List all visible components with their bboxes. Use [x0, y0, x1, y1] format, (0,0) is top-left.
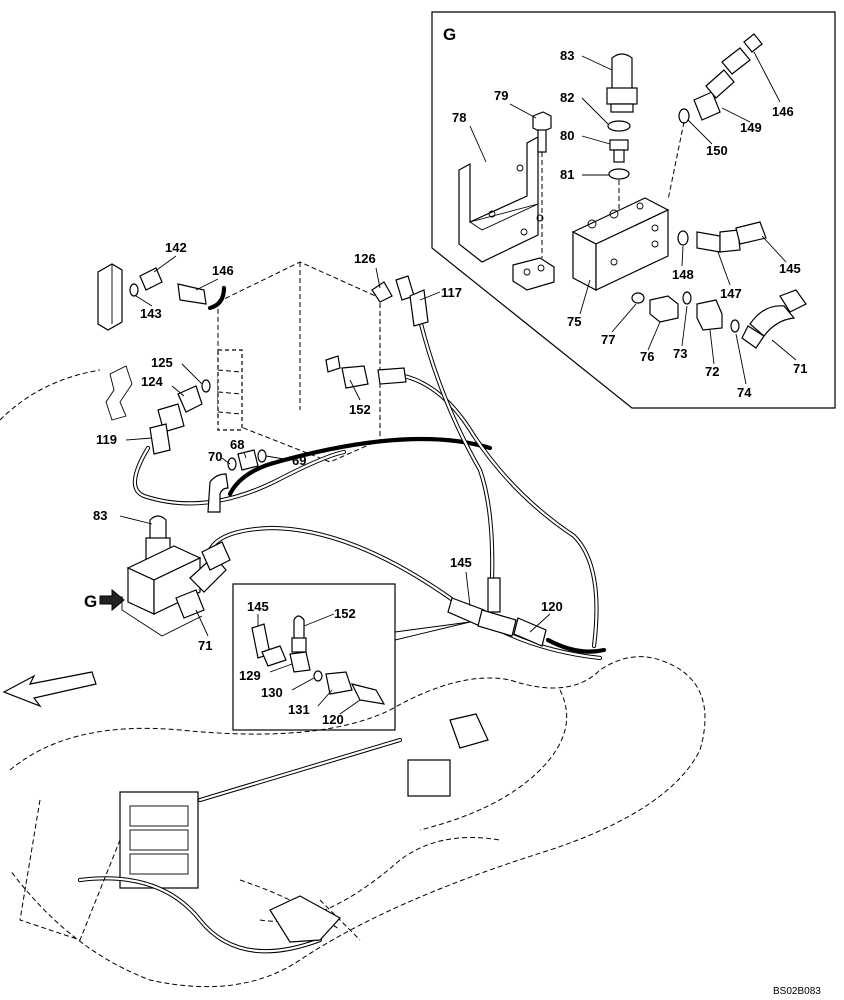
inset-detail-box — [232, 583, 471, 731]
elbow-assembly-71 — [682, 289, 807, 349]
adapter-72 — [696, 299, 723, 331]
label-148-g: 148 — [672, 267, 694, 282]
label-73-g: 73 — [673, 346, 687, 361]
label-77-g: 77 — [601, 332, 615, 347]
fitting-126 — [371, 281, 393, 303]
bolt-79 — [532, 111, 552, 258]
plug-76 — [649, 295, 679, 323]
main-fittings — [121, 267, 547, 647]
label-126: 126 — [354, 251, 376, 266]
o-ring-81 — [608, 168, 630, 180]
o-ring-70 — [227, 457, 237, 471]
label-117: 117 — [441, 285, 462, 300]
view-g-arrow — [99, 588, 125, 612]
o-ring-130 — [313, 670, 323, 682]
elbow-142 — [139, 267, 163, 291]
junction-block — [407, 759, 451, 797]
spacer-block — [512, 257, 555, 291]
nut-152-a — [325, 355, 341, 373]
label-81-g: 81 — [560, 167, 574, 182]
washer-77-plug-76 — [631, 292, 679, 323]
machine-frame — [9, 656, 706, 988]
label-145-g: 145 — [779, 261, 801, 276]
fitting-117 — [409, 289, 429, 327]
label-72-g: 72 — [705, 364, 719, 379]
label-79-g: 79 — [494, 88, 508, 103]
pressure-switch-83 — [606, 53, 638, 212]
washer-77 — [631, 292, 645, 304]
detail-g-leaders — [469, 51, 797, 385]
label-131-inset: 131 — [288, 702, 310, 717]
label-145-inset: 145 — [247, 599, 269, 614]
console-outline — [217, 261, 381, 463]
label-130-inset: 130 — [261, 685, 283, 700]
seat-bracket — [0, 263, 133, 421]
fitting-152-inset — [293, 615, 305, 641]
fitting-124 — [177, 385, 203, 413]
forward-direction-arrow — [2, 671, 97, 708]
o-ring-125 — [201, 379, 211, 393]
fitting-119 — [149, 423, 171, 455]
label-125: 125 — [151, 355, 173, 370]
fitting-131 — [325, 671, 353, 695]
elbow-fitting-149 — [667, 33, 763, 201]
fitting-120-inset — [350, 683, 386, 705]
detail-g-title: G — [443, 25, 456, 44]
label-152-inset: 152 — [334, 606, 356, 621]
fitting-147 — [677, 221, 767, 253]
label-129-inset: 129 — [239, 668, 261, 683]
o-ring-69 — [257, 449, 267, 463]
label-71: 71 — [198, 638, 212, 653]
fitting-68 — [237, 449, 259, 471]
label-78-g: 78 — [452, 110, 466, 125]
o-ring-143 — [129, 283, 139, 297]
label-150-g: 150 — [706, 143, 728, 158]
inset-border — [232, 583, 396, 731]
view-g-marker: G — [84, 592, 97, 611]
label-143: 143 — [140, 306, 162, 321]
o-ring-74 — [730, 319, 740, 333]
label-83-g: 83 — [560, 48, 574, 63]
o-ring-150 — [678, 108, 690, 124]
label-69: 69 — [292, 453, 306, 468]
o-ring-148 — [677, 230, 689, 246]
label-74-g: 74 — [737, 385, 752, 400]
fitting-146 — [721, 47, 751, 75]
label-146-g: 146 — [772, 104, 794, 119]
hose-lines — [132, 285, 607, 661]
label-68: 68 — [230, 437, 244, 452]
label-145: 145 — [450, 555, 472, 570]
main-leaders — [119, 255, 551, 715]
label-152: 152 — [349, 402, 371, 417]
label-120: 120 — [541, 599, 563, 614]
switch-83-main — [149, 515, 167, 541]
control-valve — [119, 791, 199, 889]
o-ring-73 — [682, 291, 692, 305]
label-149-g: 149 — [740, 120, 762, 135]
label-147-g: 147 — [720, 286, 742, 301]
label-70: 70 — [208, 449, 222, 464]
valve-block-75 — [571, 197, 670, 291]
label-120-inset: 120 — [322, 712, 344, 727]
fitting-145 — [735, 221, 767, 245]
detail-g-border — [431, 11, 836, 409]
label-142: 142 — [165, 240, 187, 255]
label-75-g: 75 — [567, 314, 581, 329]
label-80-g: 80 — [560, 128, 574, 143]
label-76-g: 76 — [640, 349, 654, 364]
tee-129 — [289, 651, 311, 673]
label-71-g: 71 — [793, 361, 807, 376]
fitting-152 — [341, 365, 369, 389]
detail-g-panel: G — [431, 11, 836, 409]
bracket-78 — [458, 135, 544, 263]
o-ring-82 — [607, 120, 631, 132]
label-82-g: 82 — [560, 90, 574, 105]
label-124: 124 — [141, 374, 163, 389]
label-119: 119 — [96, 432, 117, 447]
adapter-80 — [609, 139, 629, 151]
drawing-code: BS02B083 — [773, 986, 821, 997]
label-83: 83 — [93, 508, 107, 523]
label-146: 146 — [212, 263, 234, 278]
